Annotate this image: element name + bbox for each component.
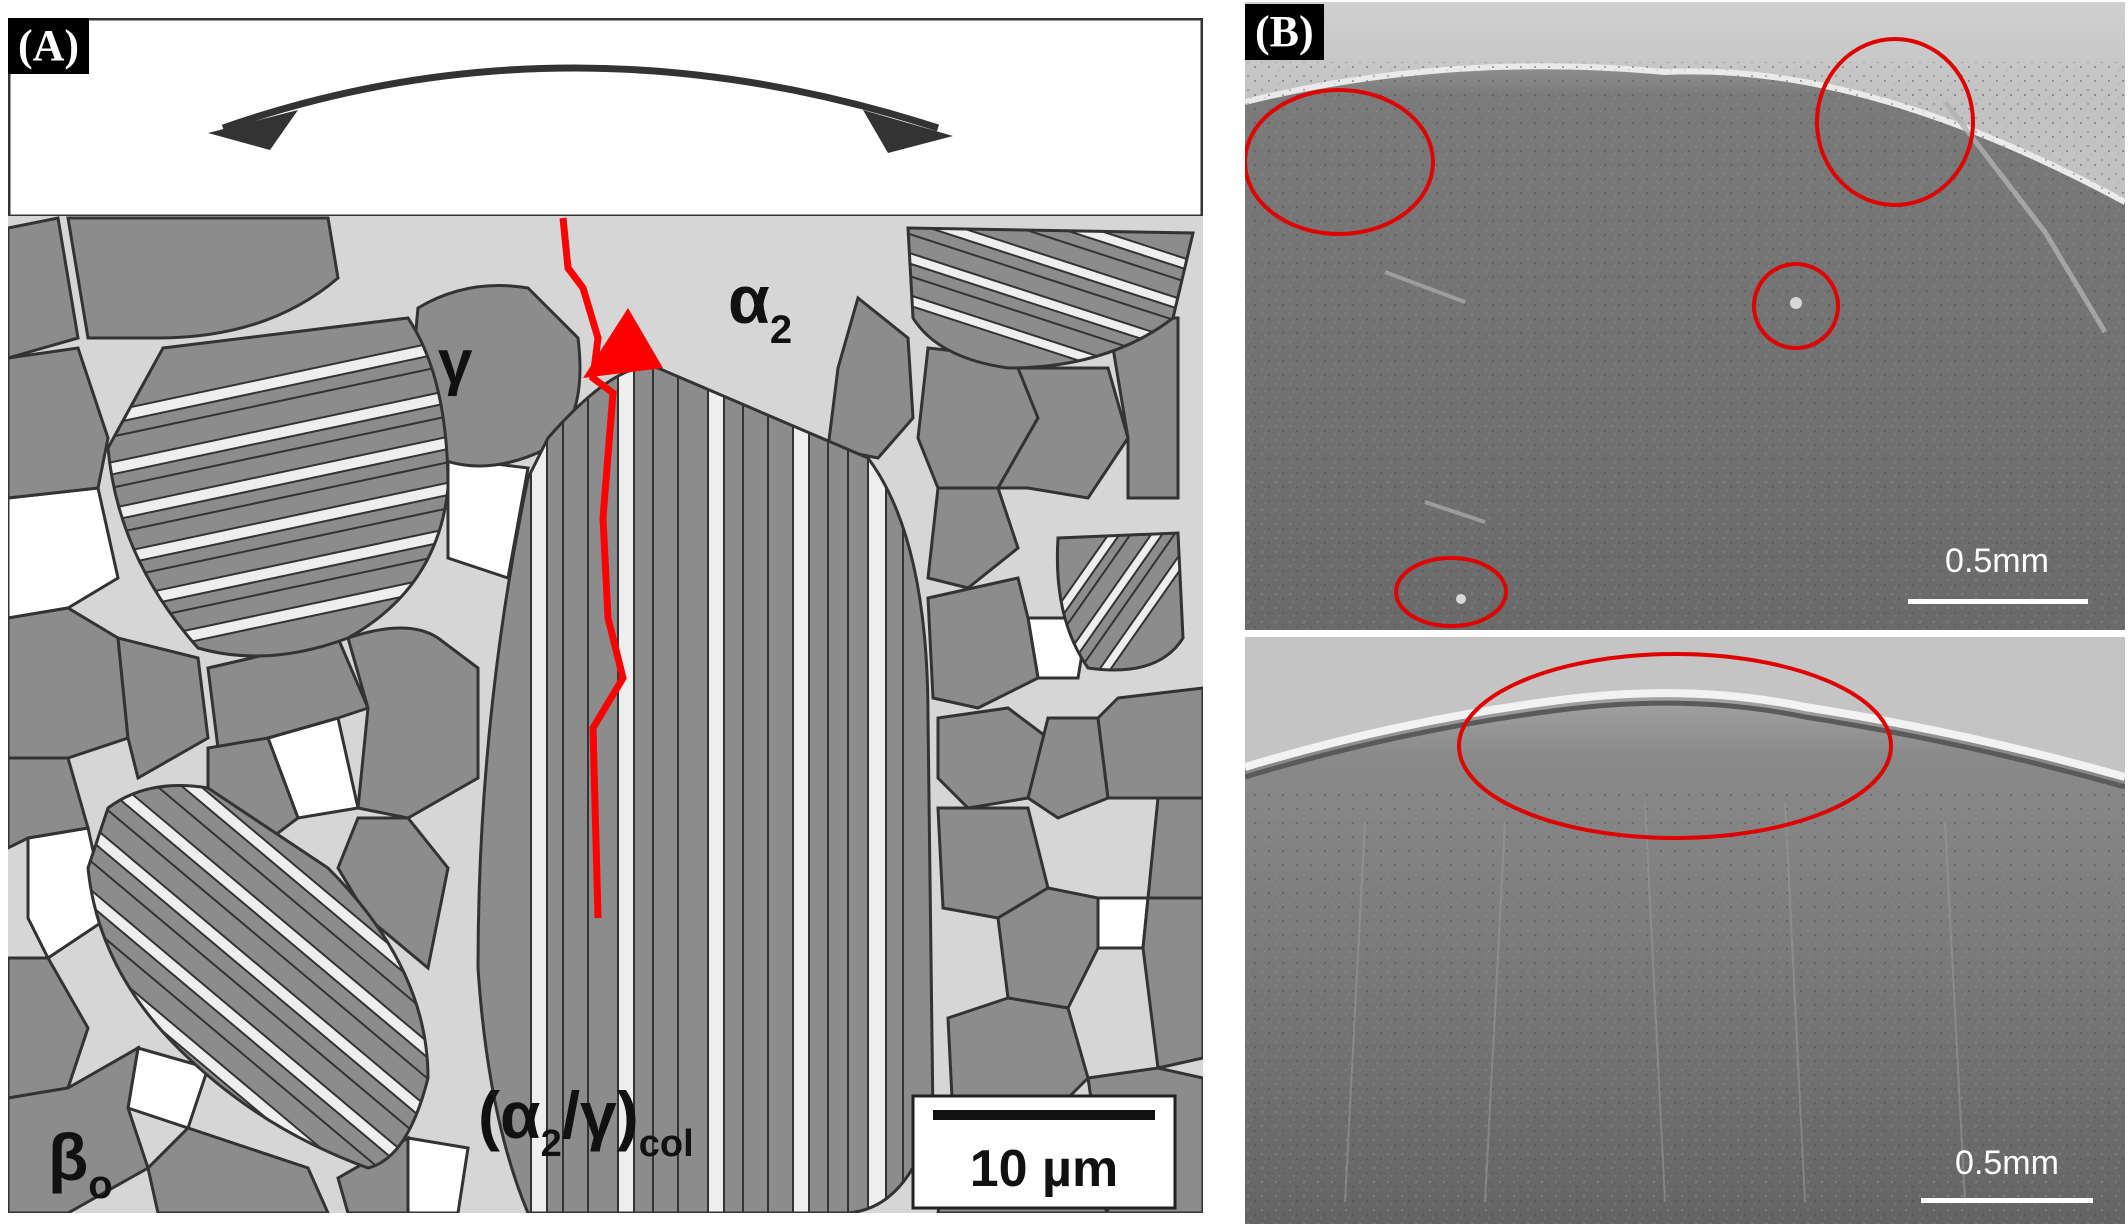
arrow-head-left	[208, 110, 298, 150]
colony-label: (α2/γ)col	[478, 1078, 694, 1165]
sem-fractographs: 0.5mm 0.5mm	[1243, 2, 2127, 1224]
top-scale-label: 0.5mm	[1945, 542, 2049, 580]
panel-a-tag: (A)	[8, 18, 90, 74]
bending-arrow	[221, 64, 940, 132]
beta-label: βo	[48, 1120, 113, 1207]
crack-arrow-head	[583, 308, 663, 378]
highlight-ellipse-surface	[1457, 652, 1893, 840]
scale-bar-10um: 10 µm	[911, 1094, 1177, 1210]
panel-a-schematic: γ α2 (α2/γ)col βo 10 µm (A)	[7, 17, 1204, 1214]
top-scale-bar	[1908, 599, 2088, 604]
panel-b-tag: (B)	[1245, 4, 1324, 60]
lamellar-colony-main	[476, 365, 935, 1213]
sem-image-top: 0.5mm	[1243, 2, 2127, 630]
highlight-ellipse-bottom	[1394, 556, 1508, 628]
beta-phase-regions	[8, 456, 1150, 1213]
highlight-ellipse-top-left	[1243, 88, 1435, 236]
crack-path	[559, 217, 627, 919]
lamellar-colony-top-right	[906, 226, 1195, 370]
lamellar-colony-top-left	[106, 316, 450, 658]
scale-bar-label: 10 µm	[970, 1140, 1118, 1198]
arrow-head-right	[863, 110, 953, 153]
panel-b-sem-images: 0.5mm 0.5mm (B)	[1243, 2, 2127, 1224]
gamma-grains	[8, 216, 1203, 1213]
highlight-circle-center	[1752, 262, 1840, 350]
microstructure	[8, 216, 1203, 1213]
microstructure-schematic: γ α2 (α2/γ)col βo 10 µm	[7, 17, 1204, 1214]
bottom-scale-label: 0.5mm	[1955, 1144, 2059, 1182]
bottom-scale-bar	[1921, 1198, 2093, 1203]
alpha2-label: α2	[728, 262, 792, 352]
highlight-ellipse-top-right	[1815, 37, 1975, 207]
lamellar-colony-right	[1055, 531, 1185, 672]
gamma-label: γ	[438, 328, 473, 397]
sem-image-bottom: 0.5mm	[1243, 637, 2127, 1224]
